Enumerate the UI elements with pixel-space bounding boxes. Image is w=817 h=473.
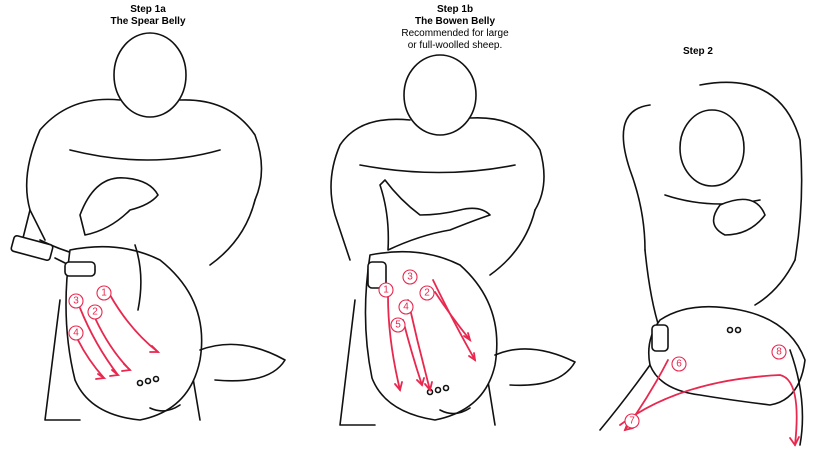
svg-text:1: 1 — [101, 288, 107, 299]
step-marker-8: 8 — [772, 345, 786, 359]
sheep-figure — [600, 199, 805, 445]
svg-text:8: 8 — [776, 347, 782, 358]
step-marker-1: 1 — [379, 283, 393, 297]
step-2-illustration: 6 7 8 — [590, 0, 817, 473]
panel-step-1b: Step 1b The Bowen Belly Recommended for … — [300, 0, 590, 473]
svg-text:4: 4 — [403, 302, 409, 313]
handpiece-icon — [652, 325, 668, 351]
sheep-figure — [66, 178, 285, 420]
step-marker-1: 1 — [97, 286, 111, 300]
step-marker-3: 3 — [403, 270, 417, 284]
svg-text:6: 6 — [676, 359, 682, 370]
svg-text:3: 3 — [73, 296, 79, 307]
panel-step-1a: Step 1a The Spear Belly — [0, 0, 300, 473]
step-marker-3: 3 — [69, 294, 83, 308]
svg-text:2: 2 — [424, 288, 430, 299]
shearer-figure — [623, 82, 801, 330]
svg-text:5: 5 — [395, 320, 401, 331]
step-marker-7: 7 — [625, 414, 639, 428]
bowen-belly-illustration: 1 2 3 4 5 — [300, 0, 590, 473]
svg-text:1: 1 — [383, 285, 389, 296]
svg-text:3: 3 — [407, 272, 413, 283]
step-marker-2: 2 — [88, 305, 102, 319]
svg-text:2: 2 — [92, 307, 98, 318]
panel-step-2: Step 2 6 7 8 — [590, 0, 817, 473]
step-marker-2: 2 — [420, 286, 434, 300]
step-marker-4: 4 — [399, 300, 413, 314]
step-marker-5: 5 — [391, 318, 405, 332]
svg-text:7: 7 — [629, 416, 635, 427]
step-marker-6: 6 — [672, 357, 686, 371]
sheep-figure — [365, 180, 575, 420]
step-marker-4: 4 — [69, 326, 83, 340]
svg-text:4: 4 — [73, 328, 79, 339]
spear-belly-illustration: 1 2 3 4 — [0, 0, 300, 473]
